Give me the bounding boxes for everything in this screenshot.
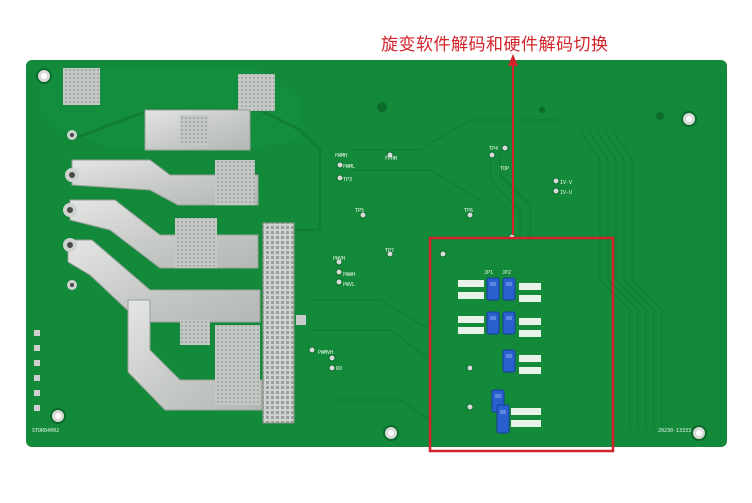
test-pad <box>215 160 255 205</box>
svg-text:JP2: JP2 <box>502 270 511 276</box>
test-pad <box>175 218 217 268</box>
svg-text:20230-13333: 20230-13333 <box>658 428 691 434</box>
svg-text:FPHM: FPHM <box>385 156 397 162</box>
svg-text:PWWH: PWWH <box>343 272 355 278</box>
svg-text:TP5: TP5 <box>355 208 364 214</box>
svg-text:TP3: TP3 <box>343 177 352 183</box>
test-pad <box>180 320 210 345</box>
test-points <box>308 144 560 411</box>
svg-text:PWMH: PWMH <box>335 153 347 159</box>
highlight-box <box>428 236 615 453</box>
svg-text:PWML: PWML <box>343 164 355 170</box>
edge-pins <box>34 330 40 411</box>
svg-text:TP4: TP4 <box>489 146 498 152</box>
connector-block <box>262 222 295 424</box>
test-pad <box>238 74 275 111</box>
annotation-label: 旋变软件解码和硬件解码切换 <box>381 35 609 55</box>
svg-text:PWVH: PWVH <box>333 256 345 262</box>
trace-bundle <box>310 119 663 430</box>
silkscreen-labels: PWMH PWML TP3 FPHM TP4 TOP IV-V IV-U TP5… <box>32 146 691 434</box>
svg-text:IV-U: IV-U <box>560 190 572 196</box>
busbar-strip <box>67 239 261 323</box>
busbar-strip <box>71 159 259 206</box>
svg-text:PWMVH: PWMVH <box>318 350 333 356</box>
test-pad <box>215 325 260 405</box>
mounting-holes <box>36 68 707 441</box>
test-pad <box>180 115 208 145</box>
svg-text:PWVL: PWVL <box>343 282 355 288</box>
svg-text:TP6: TP6 <box>464 208 473 214</box>
test-pad <box>63 68 100 105</box>
svg-text:STOR64002: STOR64002 <box>32 428 59 434</box>
connector-block <box>296 315 306 325</box>
annotation-arrow <box>508 54 518 235</box>
svg-text:RO: RO <box>336 366 342 372</box>
svg-text:IV-V: IV-V <box>560 180 572 186</box>
pcb-board <box>26 60 727 447</box>
svg-text:TOP: TOP <box>500 166 509 172</box>
svg-text:TP7: TP7 <box>385 248 394 254</box>
jumper-area: JP1 JP2 <box>458 270 541 434</box>
svg-text:JP1: JP1 <box>484 270 493 276</box>
